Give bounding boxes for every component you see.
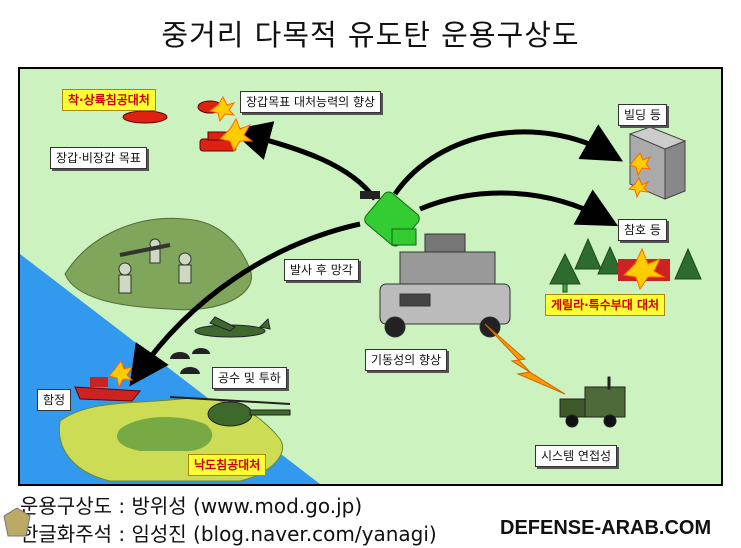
label-airdrop: 공수 및 투하 — [212, 367, 287, 389]
launcher-vehicle-icon — [379, 233, 511, 338]
label-armored-targets: 장갑·비장갑 목표 — [50, 147, 147, 169]
watermark-text: DEFENSE-ARAB.COM — [500, 517, 712, 539]
translation-credit: 한글화주석 : 임성진 (blog.naver.com/yanagi) — [20, 522, 437, 546]
guerrilla-target-icon — [618, 247, 670, 291]
concept-diagram-panel: 착·상륙침공대처 장갑·비장갑 목표 장갑목표 대처능력의 향상 빌딩 등 참호… — [18, 67, 723, 486]
explosion-icon — [208, 95, 254, 153]
label-airborne-assault: 낙도침공대처 — [188, 454, 267, 476]
label-fire-and-forget: 발사 후 망각 — [284, 259, 359, 281]
arrow-to-building — [392, 124, 624, 196]
source-credit: 운용구상도 : 방위성 (www.mod.go.jp) — [20, 494, 363, 518]
label-system-link: 시스템 연접성 — [535, 445, 618, 467]
watermark-logo-icon — [3, 507, 31, 537]
label-building: 빌딩 등 — [618, 104, 667, 126]
island-hill — [116, 417, 213, 451]
ship-icon — [74, 359, 141, 402]
arrow-to-armor — [230, 121, 378, 201]
soldier-icon — [118, 238, 192, 294]
page-title: 중거리 다목적 유도탄 운용구상도 — [161, 18, 580, 52]
label-armor-capability: 장갑목표 대처능력의 향상 — [240, 91, 382, 113]
label-anti-landing: 착·상륙침공대처 — [62, 89, 156, 111]
diagram-artwork — [20, 95, 702, 484]
data-link-lightning-icon — [484, 323, 566, 395]
missile-launcher-tube-icon — [119, 243, 171, 257]
parachute-icon — [170, 348, 210, 374]
hill — [64, 217, 252, 311]
command-truck-icon — [559, 376, 626, 428]
explosion-icon — [627, 152, 652, 199]
label-trench: 참호 등 — [618, 219, 667, 241]
forest-icon — [549, 237, 702, 293]
label-ship: 함정 — [37, 389, 72, 411]
missile-launcher-icon — [360, 191, 420, 247]
helicopter-icon — [169, 396, 291, 427]
arrow-to-trench — [419, 189, 619, 227]
transport-aircraft-icon — [194, 316, 271, 338]
label-mobility: 기동성의 향상 — [365, 349, 448, 371]
label-guerrilla: 게릴라·특수부대 대처 — [545, 294, 666, 316]
arrow-to-ship — [129, 221, 361, 387]
